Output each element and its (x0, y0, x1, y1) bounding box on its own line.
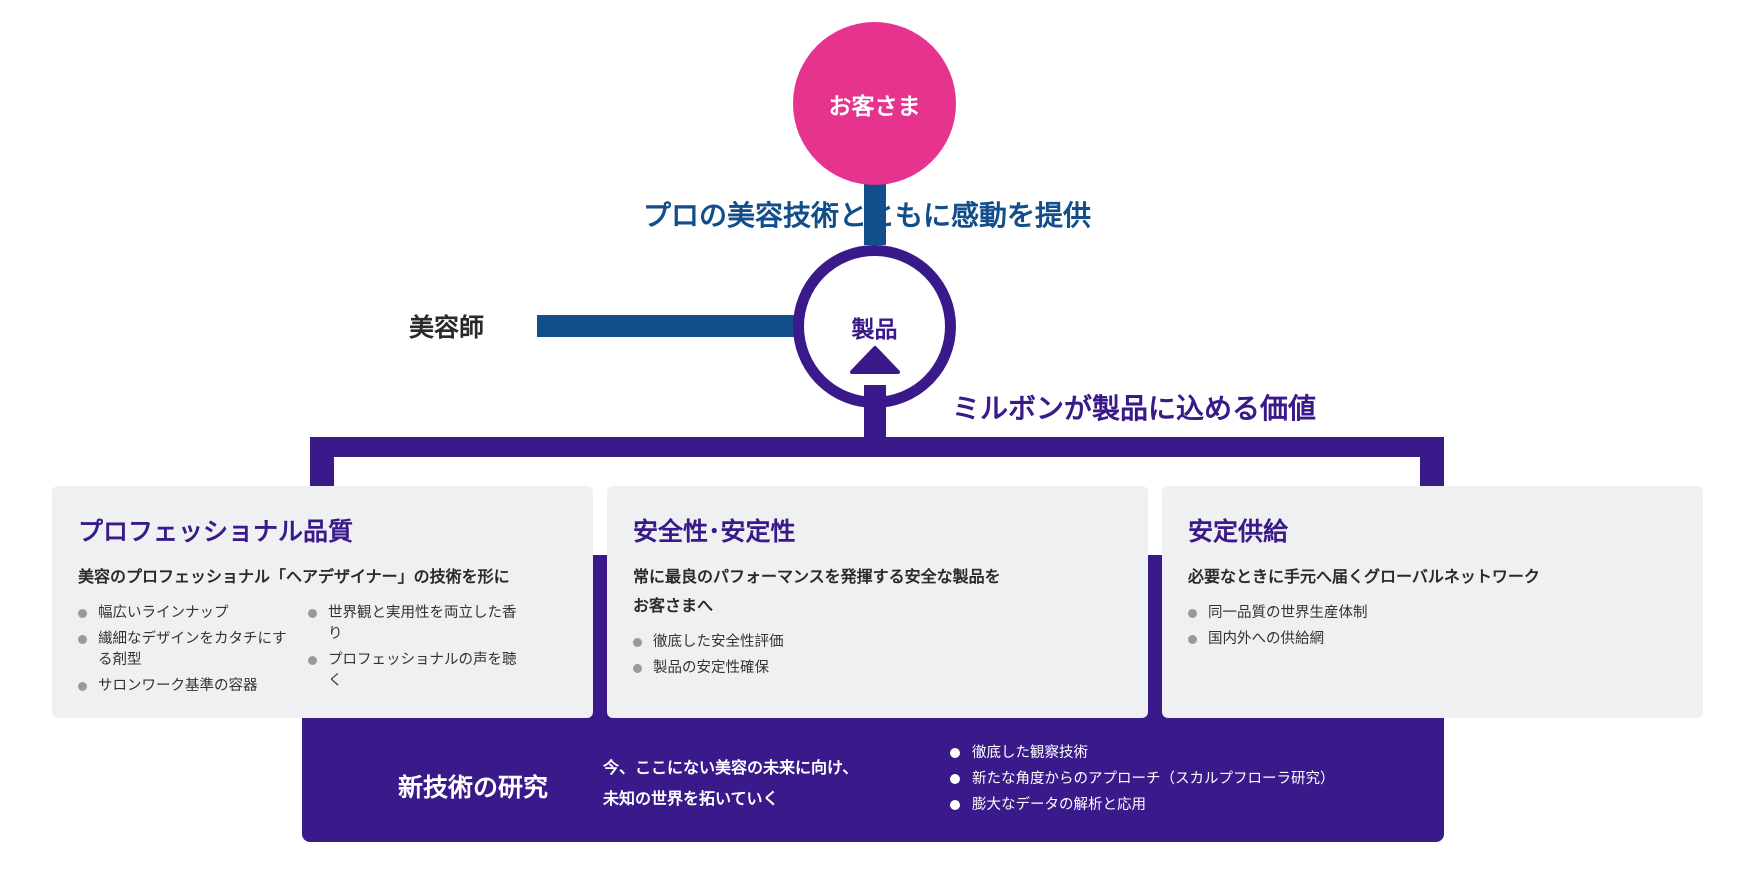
provide-heading: プロの美容技術とともに感動を提供 (643, 199, 1092, 232)
list-item: 幅広いラインナップ (78, 603, 288, 624)
card-professional-quality: プロフェッショナル品質 美容のプロフェッショナル「ヘアデザイナー」の技術を形に … (52, 486, 593, 718)
card-stable-supply: 安定供給 必要なときに手元へ届くグローバルネットワーク 同一品質の世界生産体制 … (1162, 486, 1703, 718)
card-title: 安定供給 (1188, 517, 1289, 546)
bullet-list: 徹底した安全性評価 製品の安定性確保 (633, 632, 1122, 679)
hairdresser-label: 美容師 (409, 313, 485, 342)
research-description-line: 未知の世界を拓いていく (603, 789, 779, 808)
card-title: プロフェッショナル品質 (78, 517, 354, 546)
list-item: 同一品質の世界生産体制 (1188, 603, 1677, 624)
research-description: 今、ここにない美容の未来に向け、 未知の世界を拓いていく (603, 752, 858, 814)
product-node: 製品 (793, 245, 956, 408)
bullet-list: 同一品質の世界生産体制 国内外への供給網 (1188, 603, 1677, 650)
card-description: 美容のプロフェッショナル「ヘアデザイナー」の技術を形に (78, 567, 510, 586)
list-item: 国内外への供給網 (1188, 629, 1677, 650)
card-description: 必要なときに手元へ届くグローバルネットワーク (1188, 567, 1540, 586)
list-item: 製品の安定性確保 (633, 658, 1122, 679)
product-label: 製品 (851, 316, 898, 343)
list-item: 新たな角度からのアプローチ（スカルプフローラ研究） (950, 766, 1335, 792)
list-item: 世界観と実用性を両立した香り (308, 603, 528, 645)
card-title: 安全性･安定性 (633, 517, 796, 546)
card-description-line: 常に最良のパフォーマンスを発揮する安全な製品を (633, 567, 1001, 586)
list-item: 徹底した観察技術 (950, 740, 1335, 766)
research-description-line: 今、ここにない美容の未来に向け、 (603, 758, 859, 777)
list-item: プロフェッショナルの声を聴く (308, 650, 528, 692)
card-description-line: お客さまへ (633, 596, 714, 615)
customer-label: お客さま (828, 93, 921, 120)
bullet-list: 世界観と実用性を両立した香り プロフェッショナルの声を聴く (308, 603, 528, 702)
blue-stem (864, 172, 886, 245)
customer-node: お客さま (793, 22, 956, 185)
list-item: 繊細なデザインをカタチにする剤型 (78, 629, 288, 671)
hairdresser-line (537, 315, 799, 337)
research-bullet-list: 徹底した観察技術 新たな角度からのアプローチ（スカルプフローラ研究） 膨大なデー… (950, 740, 1335, 818)
card-safety-stability: 安全性･安定性 常に最良のパフォーマンスを発揮する安全な製品を お客さまへ 徹底… (607, 486, 1148, 718)
list-item: 膨大なデータの解析と応用 (950, 792, 1335, 818)
values-heading: ミルボンが製品に込める価値 (952, 392, 1317, 425)
card-description: 常に最良のパフォーマンスを発揮する安全な製品を お客さまへ (633, 562, 1122, 620)
list-item: サロンワーク基準の容器 (78, 676, 288, 697)
research-label: 新技術の研究 (398, 773, 549, 802)
bullet-list: 幅広いラインナップ 繊細なデザインをカタチにする剤型 サロンワーク基準の容器 (78, 603, 288, 702)
list-item: 徹底した安全性評価 (633, 632, 1122, 653)
